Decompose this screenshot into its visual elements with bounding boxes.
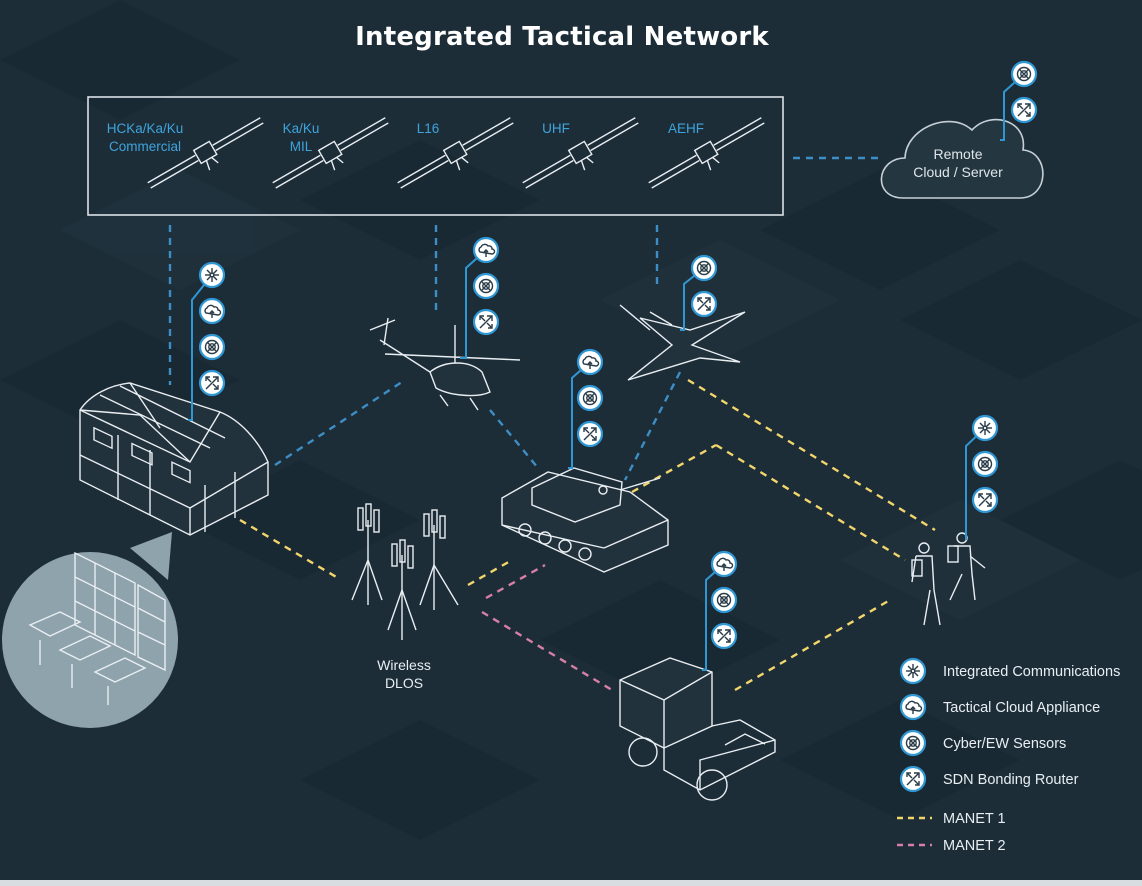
legend-item-manet1: MANET 1	[897, 811, 1006, 827]
legend-item-sdn-router: SDN Bonding Router	[899, 765, 1079, 793]
satellite-icon-hcka	[147, 117, 264, 189]
satellite-icons	[147, 117, 765, 189]
cloud-label-line1: Remote	[933, 146, 982, 162]
legend-label-tactical-cloud: Tactical Cloud Appliance	[943, 700, 1100, 716]
satellite-labels: HCKa/Ka/Ku Commercial Ka/Ku MIL L16 UHF …	[107, 121, 704, 154]
soldier-icon-stack	[971, 414, 999, 514]
satellite-label-l16: L16	[417, 121, 440, 136]
cloud-label-line2: Cloud / Server	[913, 164, 1003, 180]
bottom-edge	[0, 880, 1142, 886]
legend-label-integrated-comms: Integrated Communications	[943, 664, 1120, 680]
shelter-icon-stack	[198, 261, 226, 397]
uav-drone	[619, 304, 746, 381]
legend-item-cyber-ew: Cyber/EW Sensors	[899, 729, 1066, 757]
operations-center-bubble	[2, 532, 178, 728]
satellite-label-aehf: AEHF	[668, 121, 704, 136]
wireless-label-line1: Wireless	[377, 657, 431, 673]
helicopter	[369, 317, 521, 411]
legend-label-cyber-ew: Cyber/EW Sensors	[943, 736, 1066, 752]
manet1-links	[239, 378, 936, 692]
satellite-label-uhf: UHF	[542, 121, 570, 136]
satellite-label-kaku-line1: Ka/Ku	[283, 121, 320, 136]
tank	[501, 467, 669, 573]
legend-label-manet2: MANET 2	[943, 838, 1006, 854]
helicopter-icon-stack	[472, 236, 500, 336]
satellite-icon-uhf	[522, 117, 639, 189]
humvee	[619, 657, 776, 801]
remote-cloud: Remote Cloud / Server	[880, 118, 1044, 199]
legend-label-manet1: MANET 1	[943, 811, 1006, 827]
manet2-links	[481, 563, 613, 692]
cloud-icon-stack	[1010, 60, 1038, 124]
satellite-icon-kaku	[272, 117, 389, 189]
satellite-panel	[87, 96, 784, 216]
legend-item-tactical-cloud: Tactical Cloud Appliance	[899, 693, 1100, 721]
satellite-label-kaku-line2: MIL	[290, 139, 313, 154]
legend-label-sdn-router: SDN Bonding Router	[943, 772, 1079, 788]
satellite-icon-l16	[397, 117, 514, 189]
soldiers	[911, 532, 986, 626]
command-shelter	[79, 382, 269, 536]
satellite-icon-aehf	[648, 117, 765, 189]
wireless-towers	[351, 503, 459, 640]
legend: Integrated Communications Tactical Cloud…	[897, 657, 1120, 854]
legend-item-manet2: MANET 2	[897, 838, 1006, 854]
icon-stack-connectors	[188, 73, 1025, 671]
legend-item-integrated-comms: Integrated Communications	[899, 657, 1120, 685]
satellite-label-hcka-line1: HCKa/Ka/Ku	[107, 121, 184, 136]
drone-icon-stack	[690, 254, 718, 318]
humvee-icon-stack	[710, 550, 738, 650]
satellite-label-hcka-line2: Commercial	[109, 139, 181, 154]
satellite-uplinks	[168, 156, 878, 385]
wireless-label-line2: DLOS	[385, 675, 423, 691]
page-title: Integrated Tactical Network	[355, 22, 769, 52]
tank-icon-stack	[576, 348, 604, 448]
